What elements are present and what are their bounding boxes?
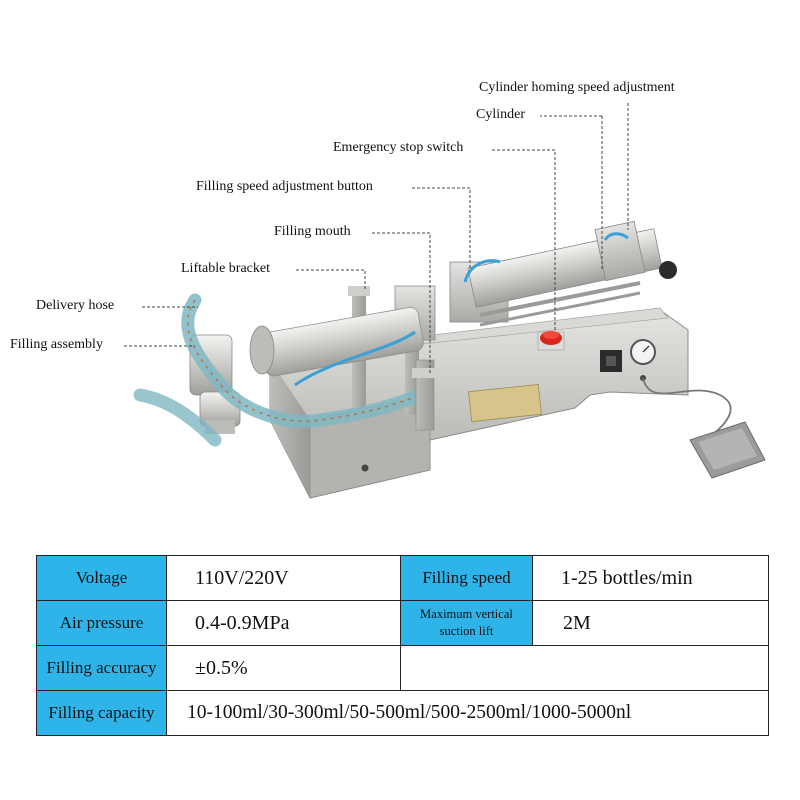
filling-nozzle bbox=[412, 359, 438, 431]
label-filling-assembly: Filling assembly bbox=[10, 337, 103, 352]
filling-speed-value: 1-25 bottles/min bbox=[532, 555, 769, 601]
filling-accuracy-value: ±0.5% bbox=[166, 645, 401, 691]
delivery-hose bbox=[133, 293, 427, 447]
label-homing-speed-adjustment: Cylinder homing speed adjustment bbox=[479, 80, 675, 95]
filling-capacity-value: 10-100ml/30-300ml/50-500ml/500-2500ml/10… bbox=[166, 690, 769, 736]
voltage-value: 110V/220V bbox=[166, 555, 401, 601]
emergency-stop-button bbox=[537, 331, 565, 351]
foot-pedal bbox=[642, 377, 766, 479]
suction-lift-label: Maximum vertical suction lift bbox=[400, 600, 533, 646]
filling-machine-illustration bbox=[124, 103, 766, 499]
table-row: Filling accuracy ±0.5% bbox=[36, 645, 769, 691]
air-pressure-value: 0.4-0.9MPa bbox=[166, 600, 401, 646]
table-row: Filling capacity 10-100ml/30-300ml/50-50… bbox=[36, 690, 769, 736]
air-pressure-label: Air pressure bbox=[36, 600, 167, 646]
filling-accuracy-label: Filling accuracy bbox=[36, 645, 167, 691]
filling-speed-label: Filling speed bbox=[400, 555, 533, 601]
label-delivery-hose: Delivery hose bbox=[36, 298, 115, 313]
label-filling-mouth: Filling mouth bbox=[274, 224, 351, 239]
table-row: Voltage 110V/220V Filling speed 1-25 bot… bbox=[36, 555, 769, 601]
specification-table: Voltage 110V/220V Filling speed 1-25 bot… bbox=[36, 555, 769, 736]
suction-lift-value: 2M bbox=[532, 600, 769, 646]
label-speed-adjustment-button: Filling speed adjustment button bbox=[196, 179, 373, 194]
filling-capacity-label: Filling capacity bbox=[36, 690, 167, 736]
suction-lift-label-line1: Maximum vertical bbox=[420, 607, 513, 621]
pneumatic-cylinder bbox=[294, 220, 677, 387]
voltage-label: Voltage bbox=[36, 555, 167, 601]
label-emergency-stop: Emergency stop switch bbox=[333, 140, 464, 155]
table-row: Air pressure 0.4-0.9MPa Maximum vertical… bbox=[36, 600, 769, 646]
empty-cell bbox=[400, 645, 769, 691]
leader-lines bbox=[124, 103, 629, 375]
label-cylinder: Cylinder bbox=[476, 107, 525, 122]
control-panel bbox=[600, 339, 656, 381]
suction-lift-label-line2: suction lift bbox=[439, 624, 494, 638]
label-liftable-bracket: Liftable bracket bbox=[181, 261, 271, 276]
filling-cylinder bbox=[249, 306, 424, 377]
